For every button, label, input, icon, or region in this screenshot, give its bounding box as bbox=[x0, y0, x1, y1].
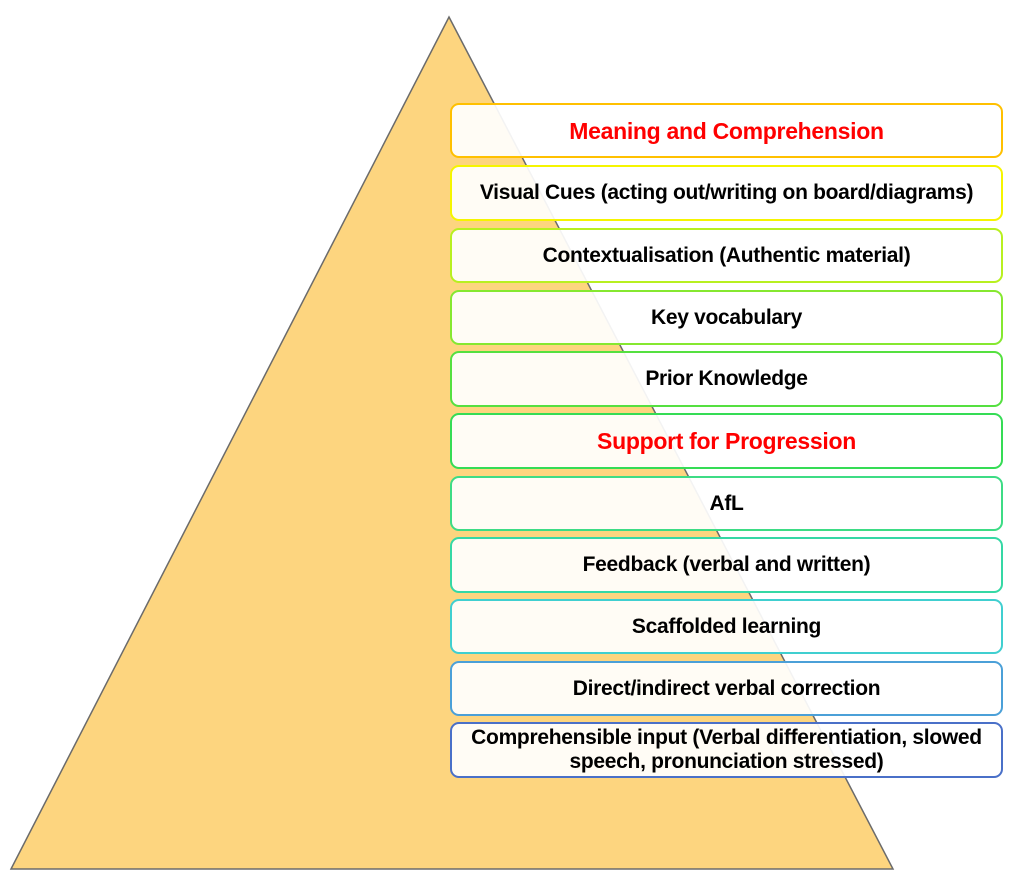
layer-label: AfL bbox=[709, 491, 744, 515]
layer-label: Support for Progression bbox=[597, 428, 856, 454]
layer-label: Prior Knowledge bbox=[645, 367, 808, 390]
layer-label: Contextualisation (Authentic material) bbox=[542, 243, 911, 267]
layer-scaffolded-learning: Scaffolded learning bbox=[450, 599, 1003, 654]
layer-support-for-progression: Support for Progression bbox=[450, 413, 1003, 469]
layer-afl: AfL bbox=[450, 476, 1003, 531]
layer-label: Comprehensible input (Verbal differentia… bbox=[471, 726, 982, 773]
layer-key-vocabulary: Key vocabulary bbox=[450, 290, 1003, 345]
layer-prior-knowledge: Prior Knowledge bbox=[450, 351, 1003, 407]
layer-feedback: Feedback (verbal and written) bbox=[450, 537, 1003, 593]
layer-comprehensible-input: Comprehensible input (Verbal differentia… bbox=[450, 722, 1003, 778]
layer-label: Visual Cues (acting out/writing on board… bbox=[479, 181, 974, 204]
layer-contextualisation: Contextualisation (Authentic material) bbox=[450, 228, 1003, 283]
layer-label: Meaning and Comprehension bbox=[569, 117, 884, 144]
layer-visual-cues: Visual Cues (acting out/writing on board… bbox=[450, 165, 1003, 221]
layer-meaning-and-comprehension: Meaning and Comprehension bbox=[450, 103, 1003, 158]
layer-label: Scaffolded learning bbox=[631, 614, 822, 638]
layer-label: Key vocabulary bbox=[650, 305, 803, 329]
layer-label: Feedback (verbal and written) bbox=[582, 553, 871, 576]
layer-verbal-correction: Direct/indirect verbal correction bbox=[450, 661, 1003, 716]
layer-label: Direct/indirect verbal correction bbox=[572, 676, 881, 700]
